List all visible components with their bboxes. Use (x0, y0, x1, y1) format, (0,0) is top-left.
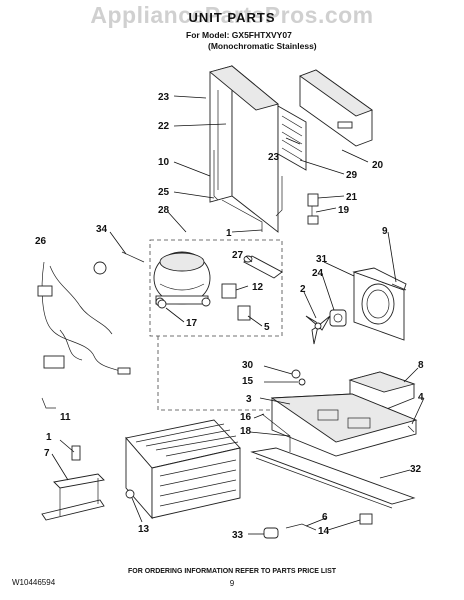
air-duct-part (299, 69, 373, 147)
filter-drier-part (243, 255, 283, 279)
overload-part (237, 305, 251, 321)
page-title: UNIT PARTS (188, 10, 276, 25)
callout-15: 15 (242, 376, 254, 387)
callout-1-bottom: 1 (46, 432, 52, 443)
callout-24: 24 (312, 268, 324, 279)
washer-part (291, 369, 301, 379)
callout-14: 14 (318, 526, 330, 537)
fan-blade-part (305, 315, 331, 345)
leveling-foot-part (359, 513, 373, 525)
mounting-bracket-part (41, 473, 105, 521)
callout-6: 6 (322, 512, 328, 523)
shroud-screw-part (391, 283, 407, 291)
coil-clip-part (125, 489, 135, 499)
callout-leaders (51, 95, 425, 535)
callout-21: 21 (346, 192, 358, 203)
callout-29: 29 (346, 170, 358, 181)
callout-16: 16 (240, 412, 252, 423)
document-number: W10446594 (12, 578, 56, 587)
callout-9: 9 (382, 226, 388, 237)
callout-32: 32 (410, 464, 422, 475)
model-number: For Model: GX5FHTXVY07 (186, 30, 292, 40)
drain-tube-part (285, 523, 317, 531)
callout-5: 5 (264, 322, 270, 333)
assembly-link-line (157, 336, 300, 411)
compressor-part (153, 251, 211, 307)
base-screw-part (407, 425, 415, 433)
callout-7: 7 (44, 448, 50, 459)
watermark: AppliancePartsPros.com (90, 2, 374, 28)
callout-4: 4 (418, 392, 424, 403)
spacer-part (298, 378, 306, 386)
fan-motor-part (329, 309, 347, 327)
callout-17: 17 (186, 318, 198, 329)
evaporator-cover-part (209, 65, 279, 233)
compressor-assembly-frame (149, 239, 283, 337)
callout-25: 25 (158, 187, 170, 198)
defrost-heater-wire (213, 150, 219, 201)
machine-compartment-base (270, 393, 418, 457)
callout-23: 23 (158, 92, 170, 103)
evaporator-coil-part (277, 105, 307, 171)
callout-31: 31 (316, 254, 328, 265)
model-variant: (Monochromatic Stainless) (208, 41, 317, 51)
callout-1-top: 1 (226, 228, 232, 239)
callout-33: 33 (232, 530, 244, 541)
callout-26: 26 (35, 236, 47, 247)
mount-screw-part (71, 445, 81, 461)
callout-2: 2 (300, 284, 306, 295)
start-relay-part (221, 283, 237, 299)
callout-27: 27 (232, 250, 244, 261)
model-info: For Model: GX5FHTXVY07 (Monochromatic St… (186, 30, 317, 52)
callout-3: 3 (246, 394, 252, 405)
grommet-part (157, 299, 167, 309)
callout-28: 28 (158, 205, 170, 216)
rear-access-cover (250, 447, 416, 509)
ground-wire-part (41, 397, 56, 409)
callout-10: 10 (158, 157, 170, 168)
callout-11: 11 (60, 412, 71, 423)
wiring-harness-part (37, 261, 131, 375)
callout-13: 13 (138, 524, 150, 535)
ordering-note: FOR ORDERING INFORMATION REFER TO PARTS … (127, 568, 337, 575)
callout-8: 8 (418, 360, 424, 371)
page-number: 9 (229, 579, 235, 588)
drain-trough-part (221, 199, 263, 232)
condenser-coil-part (125, 419, 241, 520)
callout-23-right: 23 (268, 152, 280, 163)
defrost-thermostat-part (307, 193, 319, 225)
fan-shroud-part (352, 267, 407, 341)
callout-18: 18 (240, 426, 252, 437)
callout-34: 34 (96, 224, 108, 235)
callout-labels: 23 22 10 25 28 1 20 29 21 19 23 26 34 27… (35, 92, 424, 541)
grommet-33-part (263, 527, 279, 539)
callout-20: 20 (372, 160, 384, 171)
callout-12: 12 (252, 282, 264, 293)
callout-19: 19 (338, 205, 350, 216)
callout-30: 30 (242, 360, 254, 371)
callout-22: 22 (158, 121, 170, 132)
